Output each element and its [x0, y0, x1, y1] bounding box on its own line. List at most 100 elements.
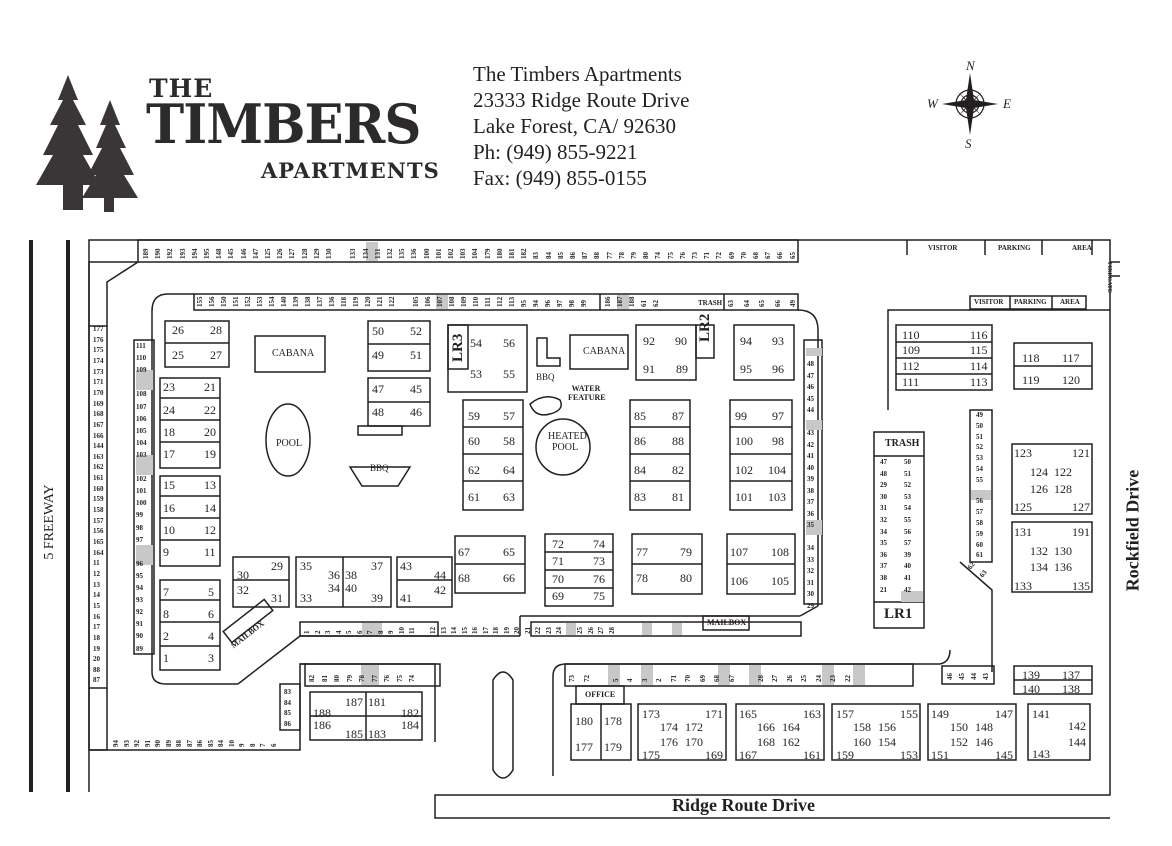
garage-number: 100: [422, 248, 431, 260]
garage-number: 11: [93, 559, 100, 568]
garage-number: 119: [352, 296, 360, 307]
unit-number: 158: [853, 720, 871, 734]
garage-number: 90: [136, 632, 143, 641]
garage-number: 186: [604, 296, 612, 308]
garage-number: 73: [691, 252, 699, 259]
garage-number: 30: [880, 492, 887, 501]
unit-number: 151: [931, 748, 949, 762]
garage-number: 163: [93, 452, 104, 461]
garage-number: 93: [136, 596, 143, 605]
unit-number: 79: [680, 545, 692, 559]
garage-number: 69: [727, 252, 736, 259]
garage-number: 77: [605, 252, 614, 259]
garage-number: 41: [807, 452, 814, 460]
garage-number: 29: [880, 481, 887, 490]
unit-number: 153: [900, 748, 918, 762]
garage-number: 108: [448, 296, 456, 308]
garage-number: 133: [349, 248, 358, 260]
unit-number: 76: [593, 572, 605, 586]
garage-number: 15: [460, 627, 469, 634]
unit-number: 77: [636, 545, 648, 559]
cabana-left-label: CABANA: [272, 348, 315, 359]
unit-number: 87: [672, 409, 684, 423]
unit-number: 111: [902, 375, 920, 389]
garage-number: 70: [739, 252, 748, 259]
unit-number: 108: [771, 545, 789, 559]
unit-number: 125: [1014, 500, 1032, 514]
garage-number: 6: [355, 630, 364, 635]
unit-number: 148: [975, 720, 993, 734]
garage-number: 105: [136, 426, 147, 435]
parking-top-label: PARKING: [998, 244, 1031, 252]
compass-icon: [942, 73, 998, 135]
garage-number: 150: [220, 296, 228, 308]
garage-number: 14: [93, 591, 100, 600]
unit-number: 107: [730, 545, 748, 559]
garage-number: 106: [136, 414, 147, 423]
unit-number: 105: [771, 574, 789, 588]
unit-number: 74: [593, 537, 605, 551]
garage-number: 84: [217, 740, 225, 747]
garage-number: 151: [232, 296, 240, 308]
compass-n: N: [966, 58, 975, 73]
unit-number: 63: [503, 490, 515, 504]
unit-number: 96: [772, 362, 784, 376]
garage-number: 46: [807, 383, 814, 391]
unit-number: 32: [237, 583, 249, 597]
garage-number: 132: [386, 248, 394, 260]
city-state-zip: Lake Forest, CA/ 92630: [473, 114, 676, 138]
garage-number: 194: [190, 248, 199, 260]
garage-number: 164: [93, 548, 104, 557]
unit-number: 146: [975, 735, 993, 749]
garage-number: 187: [616, 296, 624, 308]
garage-number: 145: [227, 248, 236, 260]
garage-number: 174: [93, 356, 104, 365]
garage-number: 110: [136, 354, 147, 363]
garage-number: 27: [771, 675, 779, 682]
unit-number: 48: [372, 405, 384, 419]
garage-number: 62: [966, 560, 977, 572]
garage-number: 35: [880, 539, 887, 548]
garage-number: 111: [484, 297, 492, 307]
garage-number: 23: [544, 627, 553, 634]
unit-number: 157: [836, 707, 854, 721]
unit-number: 83: [634, 490, 646, 504]
phone-number: Ph: (949) 855-9221: [473, 140, 638, 164]
garage-number: 76: [678, 252, 687, 259]
garage-number: 36: [807, 509, 814, 518]
garage-number: 4: [334, 630, 343, 635]
unit-number: 4: [208, 629, 214, 643]
unit-number: 18: [163, 425, 175, 439]
unit-number: 24: [163, 403, 175, 417]
garage-number: 80: [333, 675, 341, 682]
garage-number: 79: [345, 675, 354, 682]
unit-number: 172: [685, 720, 703, 734]
garage-number: 63: [978, 568, 989, 580]
garage-number: 109: [460, 296, 468, 308]
unit-number: 92: [643, 334, 655, 348]
garage-number: 103: [459, 248, 468, 260]
garage-number: 9: [387, 630, 395, 635]
garage-number: 175: [93, 346, 104, 355]
garage-number: 169: [93, 399, 104, 408]
garage-number: 130: [325, 248, 333, 260]
garage-number: 54: [904, 504, 911, 513]
lr1-label: LR1: [884, 606, 913, 622]
garage-number: 39: [904, 550, 911, 559]
unit-number: 147: [995, 707, 1013, 721]
unit-number: 94: [740, 334, 752, 348]
garage-number: 144: [93, 442, 104, 451]
garage-number: 122: [388, 296, 396, 308]
garage-number: 109: [136, 366, 147, 375]
garage-number: 195: [203, 248, 211, 260]
garage-number: 177: [93, 325, 104, 333]
garage-number: 156: [93, 527, 104, 536]
garage-number: 182: [520, 248, 529, 260]
unit-number: 98: [772, 434, 784, 448]
garage-number: 65: [758, 300, 766, 307]
garage-number: 102: [447, 248, 455, 260]
garage-number: 95: [136, 571, 143, 580]
unit-number: 99: [735, 409, 747, 423]
garage-number: 136: [410, 248, 419, 260]
unit-number: 170: [685, 735, 703, 749]
